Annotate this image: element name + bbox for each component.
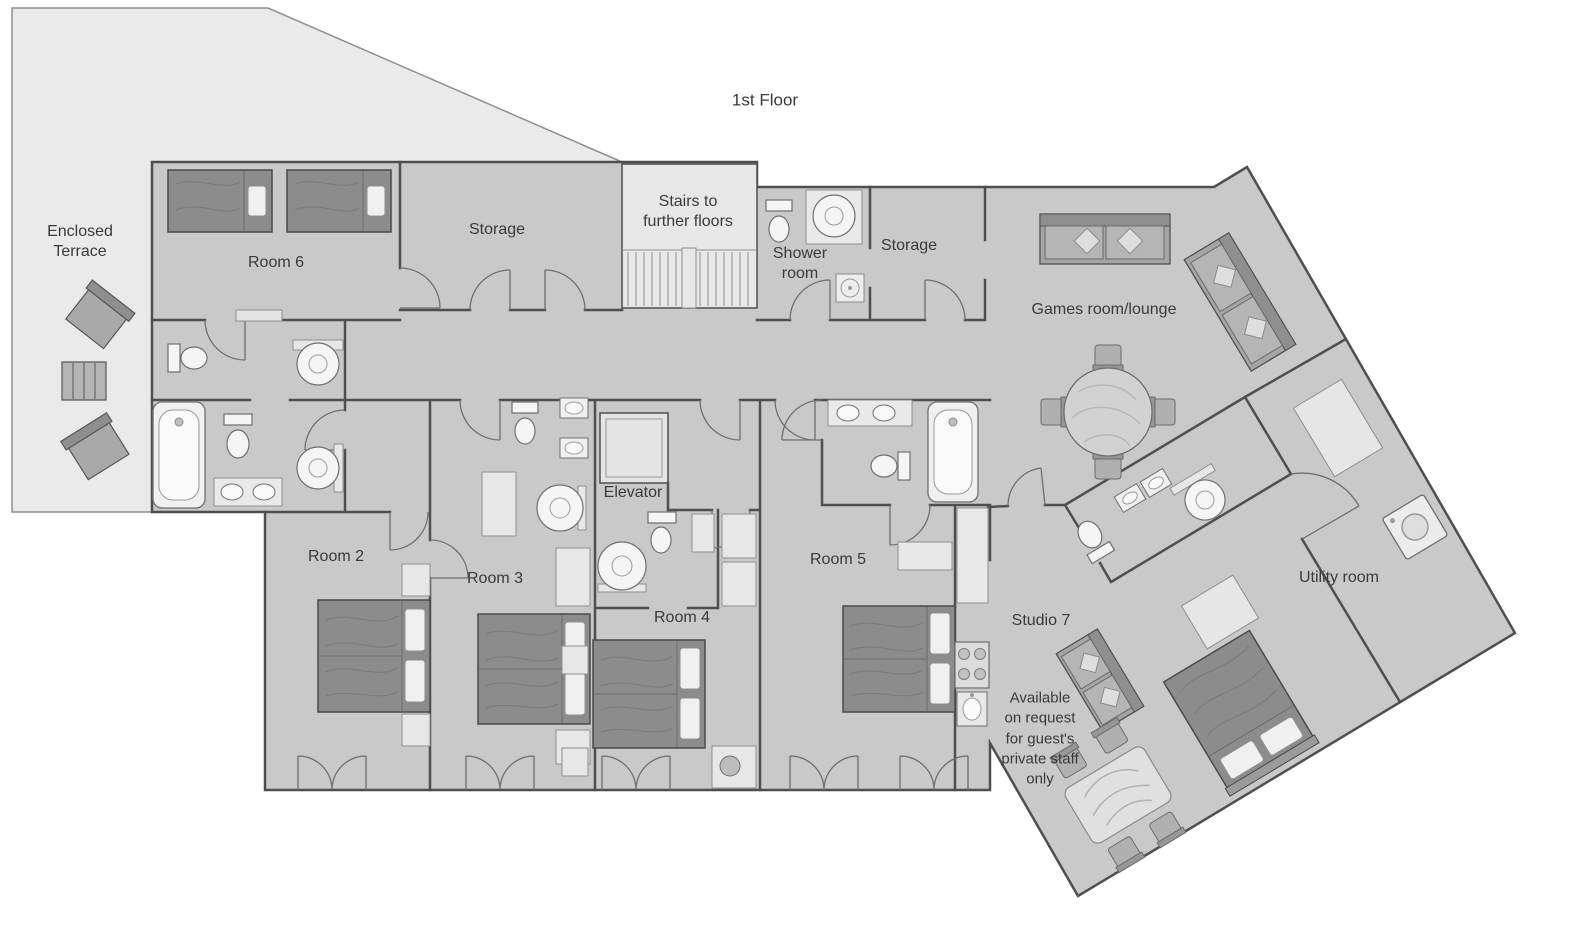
washing-machine-icon [1382,494,1448,560]
room4-corner-mat [711,745,757,789]
wing-bathroom-fixtures [1077,462,1226,565]
room4-lobby-closet-top [721,513,757,559]
patio-door-arcs [297,755,969,791]
room4-double-bed [592,639,706,749]
studio-closet [1180,574,1260,650]
wall-sink-icon [559,437,589,459]
room4-bath-fixtures [597,511,715,593]
kitchen-sink-icon [956,691,988,727]
kitchen-cabinet [956,507,989,604]
sink-bowl-icon [597,541,647,593]
room5-furniture [842,541,956,713]
shower-tray-icon [835,273,865,303]
throw-pillow-icon [1213,264,1237,288]
sink-icon [836,404,860,422]
room6-dresser [235,309,283,322]
sink-bowl-icon [296,443,344,493]
sofa-top [1039,213,1171,265]
room4-stool-icon [719,755,741,777]
toilet-icon [511,401,539,445]
room4-bath-cabinet [691,513,715,553]
utility-closet [1292,378,1384,478]
room6-bed-left [167,169,273,233]
room2-furniture [317,563,431,747]
room3-bath-fixtures [481,397,589,537]
throw-pillow-icon [1079,652,1101,674]
elevator-shaft [599,412,669,484]
studio7-kitchenette [954,507,990,727]
room2-nightstand-bottom [401,713,431,747]
sink-icon [872,404,896,422]
room2-nightstand-top [401,563,431,597]
room4-nightstand-bottom [561,747,589,777]
sink-bowl-icon [1169,462,1226,521]
shower-room-fixtures [765,189,865,303]
studio-double-bed [1162,629,1320,797]
bathtub-icon [152,401,206,509]
chair-icon [1092,344,1124,372]
wall-sink-icon [1113,482,1147,514]
room2-double-bed [317,599,431,713]
bidet-icon [223,413,253,459]
terrace-armchair-bottom [59,411,130,481]
toilet-icon [647,511,677,554]
utility-room-furniture [1292,378,1448,560]
room4-furniture [561,639,757,789]
chair-icon [1148,396,1176,428]
stairs-room [621,163,758,309]
chair-icon [1090,716,1128,754]
studio7-furniture [1049,574,1320,874]
toilet-icon [167,343,208,373]
studio-sofa [1055,628,1145,732]
room4-nightstand-top [561,645,589,675]
sink-icon [292,339,344,386]
bathtub-icon [927,401,979,503]
studio-dining-table [1049,716,1187,874]
throw-pillow-icon [1116,227,1144,255]
terrace-bench-icon [61,361,107,401]
sofa-angled [1183,232,1297,372]
toilet-icon [1077,520,1116,565]
room6-bed-right [286,169,392,233]
room3-closet [555,547,591,607]
wall-sink-icon [559,397,589,419]
room5-closet [897,541,953,571]
chair-icon [1149,811,1187,849]
double-vanity-icon [213,477,283,507]
room3-bath-closet [481,471,517,537]
round-dining-table [1040,344,1176,480]
toilet-icon [765,199,793,243]
building-footprint [150,160,1517,898]
throw-pillow-icon [1243,316,1267,340]
chair-icon [1108,836,1146,874]
chair-icon [1092,452,1124,480]
chair-icon [1040,396,1068,428]
room5-ensuite-fixtures [827,399,979,503]
stove-icon [954,641,990,689]
toilet-icon [870,451,911,481]
chair-icon [1049,741,1087,779]
terrace-armchair-top [64,279,136,350]
sink-bowl-icon [536,484,587,532]
bathroom-left-fixtures [152,339,344,509]
sink-bowl-icon [805,189,863,245]
room4-lobby-closet-bottom [721,561,757,607]
throw-pillow-icon [1073,227,1101,255]
room5-double-bed [842,605,956,713]
throw-pillow-icon [1099,686,1121,708]
wall-sink-icon [1139,467,1173,499]
games-room-furniture [1039,213,1297,480]
interior-walls-wing [986,337,1402,704]
